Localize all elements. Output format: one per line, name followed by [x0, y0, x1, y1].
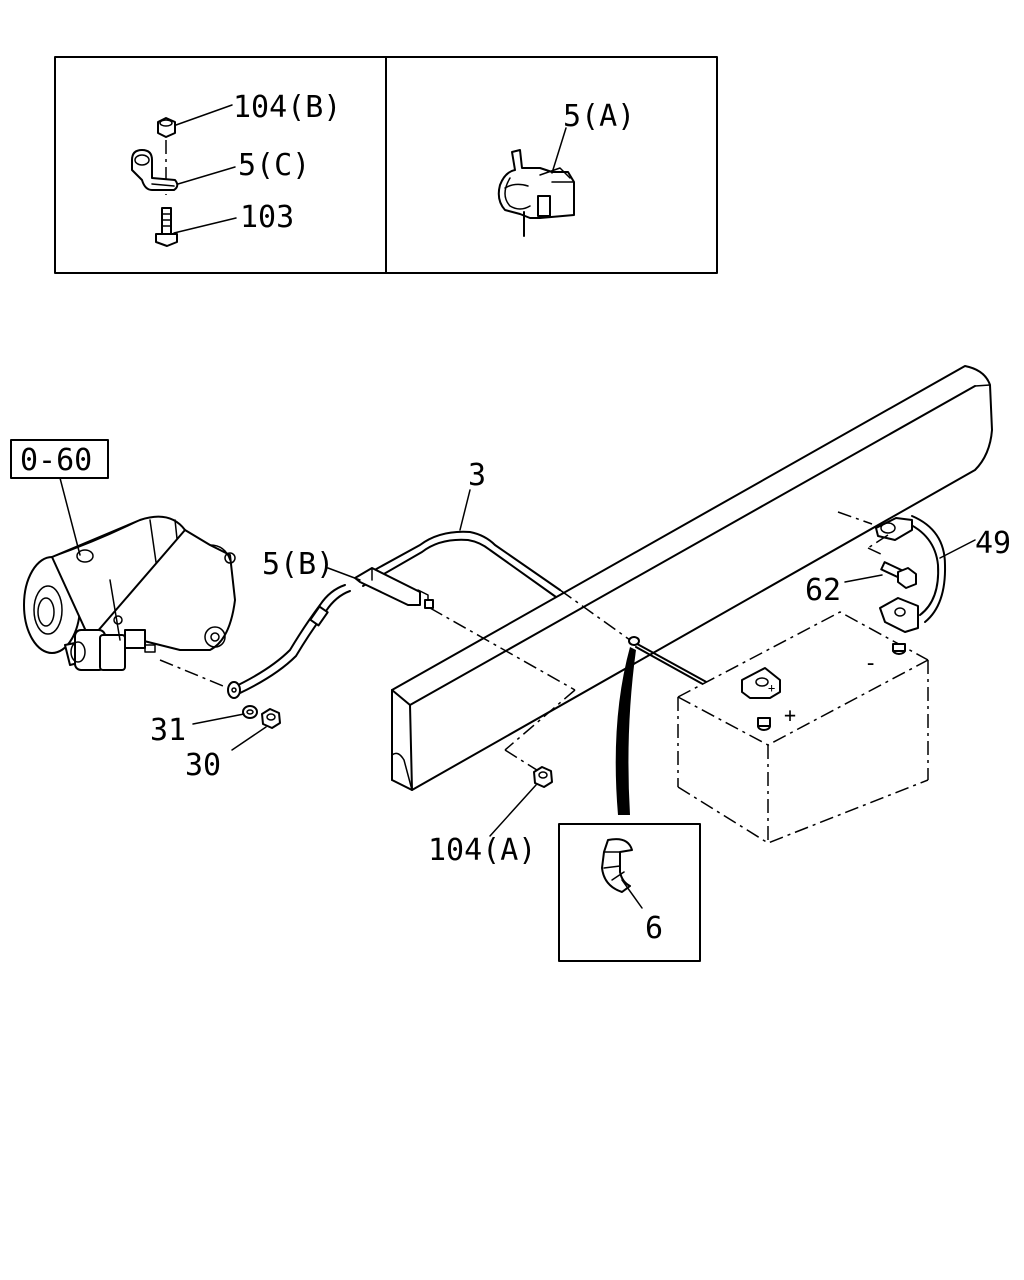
label-6: 6 [645, 911, 663, 946]
leader-30 [231, 726, 267, 751]
label-30: 30 [185, 748, 221, 783]
dash-nut-end [504, 749, 541, 773]
dash-nut-path [504, 689, 576, 751]
leader-104b [175, 104, 233, 126]
ref-box-label: 0-60 [20, 443, 92, 478]
frame-rail [391, 365, 993, 791]
nut-104a-icon [533, 766, 553, 788]
nut-104b-icon [157, 117, 176, 138]
clip-5a-icon [497, 149, 575, 237]
nut-30-icon [261, 708, 281, 729]
ground-cable-49 [875, 515, 947, 633]
battery-icon [677, 611, 929, 844]
bolt-62-icon [880, 561, 917, 589]
battery-plus: + [784, 703, 796, 727]
bottom-inset: 6 [558, 823, 701, 962]
label-3: 3 [468, 458, 486, 493]
leader-5a [551, 127, 567, 174]
label-49: 49 [975, 526, 1011, 561]
label-5b: 5(B) [262, 547, 334, 582]
dash-ground-top [837, 511, 873, 525]
grommet-6-icon [628, 636, 640, 646]
clamp-5b-icon [354, 567, 434, 609]
leader-31 [192, 713, 245, 725]
bottom-inset-frame [558, 823, 701, 962]
label-103: 103 [240, 200, 294, 235]
leader-62 [844, 574, 883, 583]
leader-49 [939, 539, 976, 559]
leader-103 [173, 217, 237, 234]
dash-ground-bolt2 [867, 547, 886, 557]
top-inset: 104(B) 5(C) 103 5(A) [54, 56, 718, 274]
dash-ground-bolt [867, 534, 889, 549]
leader-3 [459, 489, 471, 531]
grommet-detail-icon [601, 838, 633, 893]
label-5c: 5(C) [238, 148, 310, 183]
label-104a: 104(A) [428, 833, 536, 868]
positive-terminal-clamp-icon [741, 667, 781, 699]
terminal-plus-small: + [768, 681, 775, 695]
dash-clamp-to-nut [429, 607, 576, 691]
clamp-5c-icon [131, 149, 179, 191]
pointer-to-inset-6 [615, 647, 636, 815]
leader-5c [177, 166, 236, 185]
bolt-103-icon [155, 207, 178, 247]
label-5a: 5(A) [563, 99, 635, 134]
label-104b: 104(B) [233, 90, 341, 125]
label-31: 31 [150, 713, 186, 748]
washer-31-icon [242, 705, 258, 719]
dash-starter-terminal [159, 659, 229, 689]
battery-minus: - [864, 651, 877, 676]
leader-ref [59, 477, 81, 556]
leader-6 [621, 879, 643, 909]
leader-104a [489, 784, 537, 837]
leader-5b [327, 567, 361, 581]
starter-motor-icon [23, 515, 236, 671]
label-62: 62 [805, 573, 841, 608]
